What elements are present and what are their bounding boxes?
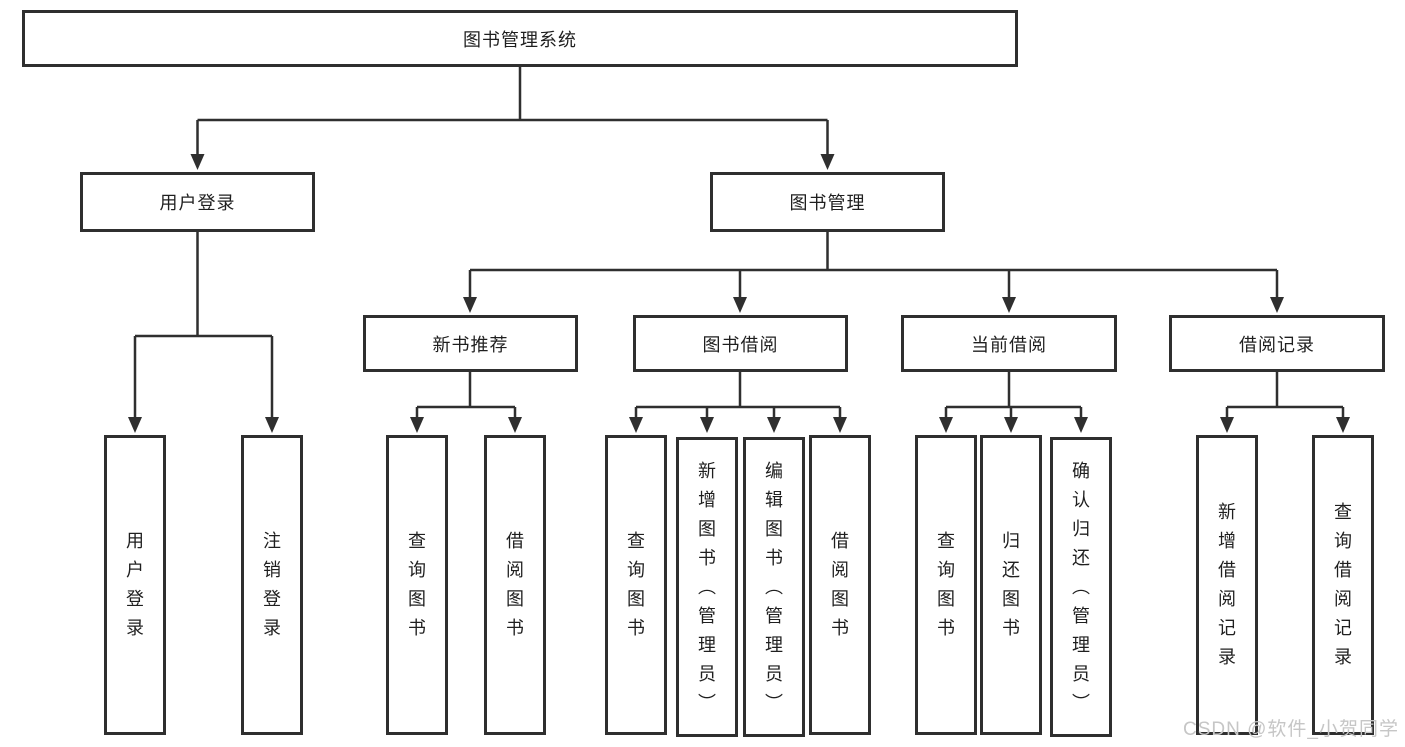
leaf-label: 确 认 归 还 ︵ 管 理 员 ︶: [1072, 460, 1090, 713]
leaf-return-book: 归 还 图 书: [980, 435, 1042, 735]
leaf-query-books-1: 查 询 图 书: [386, 435, 448, 735]
arrow-down-icon: [1220, 417, 1234, 433]
leaf-label: 查 询 图 书: [627, 531, 645, 638]
leaf-add-book-admin: 新 增 图 书 ︵ 管 理 员 ︶: [676, 437, 738, 737]
leaf-label: 归 还 图 书: [1002, 531, 1020, 638]
leaf-label: 编 辑 图 书 ︵ 管 理 员 ︶: [765, 460, 783, 713]
leaf-label: 查 询 借 阅 记 录: [1334, 502, 1352, 667]
arrow-down-icon: [1074, 417, 1088, 433]
arrowheads: [128, 154, 1350, 433]
arrow-down-icon: [410, 417, 424, 433]
arrow-down-icon: [265, 417, 279, 433]
arrow-down-icon: [1002, 297, 1016, 313]
arrow-down-icon: [820, 154, 835, 170]
leaf-label: 注 销 登 录: [263, 531, 281, 638]
leaf-logout: 注 销 登 录: [241, 435, 303, 735]
arrow-down-icon: [1004, 417, 1018, 433]
leaf-query-books-3: 查 询 图 书: [915, 435, 977, 735]
leaf-label: 新 增 图 书 ︵ 管 理 员 ︶: [698, 460, 716, 713]
node-root-library-system: 图书管理系统: [22, 10, 1018, 67]
node-current-borrow: 当前借阅: [901, 315, 1117, 372]
node-new-book-recommend: 新书推荐: [363, 315, 578, 372]
csdn-watermark: CSDN @软件_小贺同学: [1183, 719, 1399, 740]
arrow-down-icon: [508, 417, 522, 433]
arrow-down-icon: [733, 297, 747, 313]
node-book-borrow: 图书借阅: [633, 315, 848, 372]
leaf-query-borrow-record: 查 询 借 阅 记 录: [1312, 435, 1374, 735]
leaf-borrow-books-2: 借 阅 图 书: [809, 435, 871, 735]
arrow-down-icon: [128, 417, 142, 433]
arrow-down-icon: [1336, 417, 1350, 433]
leaf-label: 新 增 借 阅 记 录: [1218, 502, 1236, 667]
leaf-add-borrow-record: 新 增 借 阅 记 录: [1196, 435, 1258, 735]
leaf-user-login: 用 户 登 录: [104, 435, 166, 735]
leaf-label: 用 户 登 录: [126, 531, 144, 638]
arrow-down-icon: [700, 417, 714, 433]
leaf-borrow-books-1: 借 阅 图 书: [484, 435, 546, 735]
leaf-label: 借 阅 图 书: [506, 531, 524, 638]
arrow-down-icon: [767, 417, 781, 433]
arrow-down-icon: [463, 297, 477, 313]
arrow-down-icon: [939, 417, 953, 433]
node-borrow-records: 借阅记录: [1169, 315, 1385, 372]
arrow-down-icon: [629, 417, 643, 433]
node-book-management: 图书管理: [710, 172, 945, 232]
connector-strokes: [133, 67, 1345, 420]
node-user-login: 用户登录: [80, 172, 315, 232]
leaf-label: 查 询 图 书: [937, 531, 955, 638]
leaf-label: 查 询 图 书: [408, 531, 426, 638]
leaf-label: 借 阅 图 书: [831, 531, 849, 638]
arrow-down-icon: [1270, 297, 1284, 313]
leaf-query-books-2: 查 询 图 书: [605, 435, 667, 735]
leaf-confirm-return-admin: 确 认 归 还 ︵ 管 理 员 ︶: [1050, 437, 1112, 737]
arrow-down-icon: [190, 154, 205, 170]
arrow-down-icon: [833, 417, 847, 433]
leaf-edit-book-admin: 编 辑 图 书 ︵ 管 理 员 ︶: [743, 437, 805, 737]
